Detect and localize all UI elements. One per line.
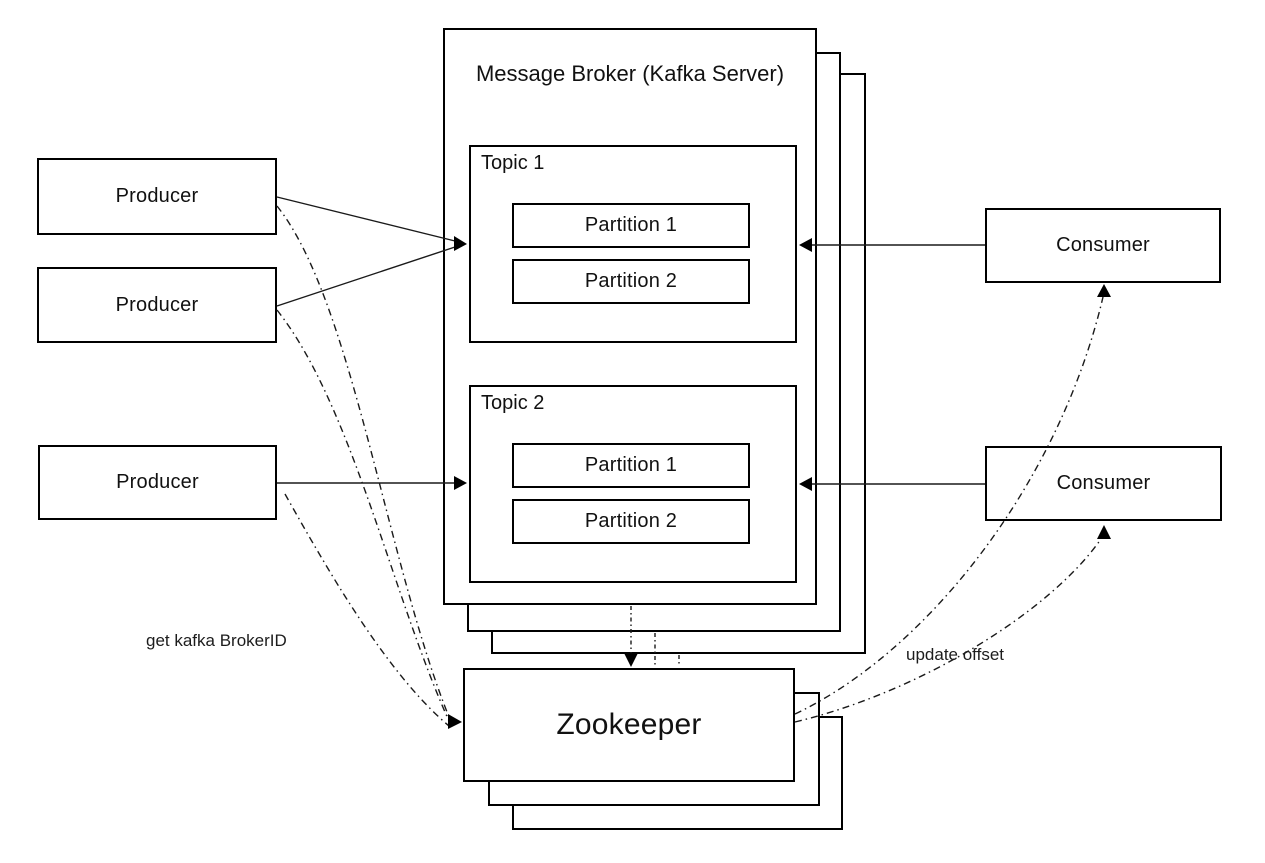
topic1-partition1-label: Partition 1 — [584, 214, 678, 236]
topic1-partition2-box: Partition 2 — [512, 259, 750, 304]
producer2-label: Producer — [115, 293, 199, 316]
consumer2-label: Consumer — [1056, 472, 1151, 494]
zookeeper-to-consumer1-arrowhead — [1097, 284, 1111, 297]
producer2-to-zookeeper-curve — [276, 309, 450, 722]
topic1-partition2-label: Partition 2 — [584, 270, 678, 292]
producer1-to-topic1-line — [276, 196, 456, 242]
topic1-label: Topic 1 — [481, 152, 545, 174]
zookeeper-to-consumer2-arrowhead — [1097, 525, 1111, 539]
topic2-partition2-label: Partition 2 — [584, 510, 678, 532]
consumer1-label: Consumer — [1056, 234, 1150, 256]
consumer1-box: Consumer — [985, 208, 1221, 283]
zookeeper-box: Zookeeper — [463, 668, 795, 782]
broker-to-zookeeper-arrowhead — [624, 653, 638, 667]
producers-to-zookeeper-arrowhead — [448, 714, 462, 729]
get-broker-id-note: get kafka BrokerID — [146, 631, 287, 650]
zookeeper-label: Zookeeper — [556, 708, 702, 741]
producer3-to-zookeeper-curve — [284, 493, 450, 727]
broker-title: Message Broker (Kafka Server) — [475, 61, 785, 86]
topic2-label: Topic 2 — [481, 392, 545, 414]
consumer2-box: Consumer — [985, 446, 1222, 521]
producer1-label: Producer — [115, 185, 199, 207]
update-offset-note: update offset — [906, 645, 1004, 664]
producer3-label: Producer — [116, 471, 199, 493]
topic2-partition2-box: Partition 2 — [512, 499, 750, 544]
producer1-box: Producer — [37, 158, 277, 235]
topic2-partition1-label: Partition 1 — [584, 454, 678, 476]
topic2-partition1-box: Partition 1 — [512, 443, 750, 488]
topic1-partition1-box: Partition 1 — [512, 203, 750, 248]
producer2-to-topic1-line — [276, 246, 456, 307]
producer2-box: Producer — [37, 267, 277, 343]
producer3-box: Producer — [38, 445, 277, 520]
producer1-to-zookeeper-curve — [276, 205, 450, 718]
